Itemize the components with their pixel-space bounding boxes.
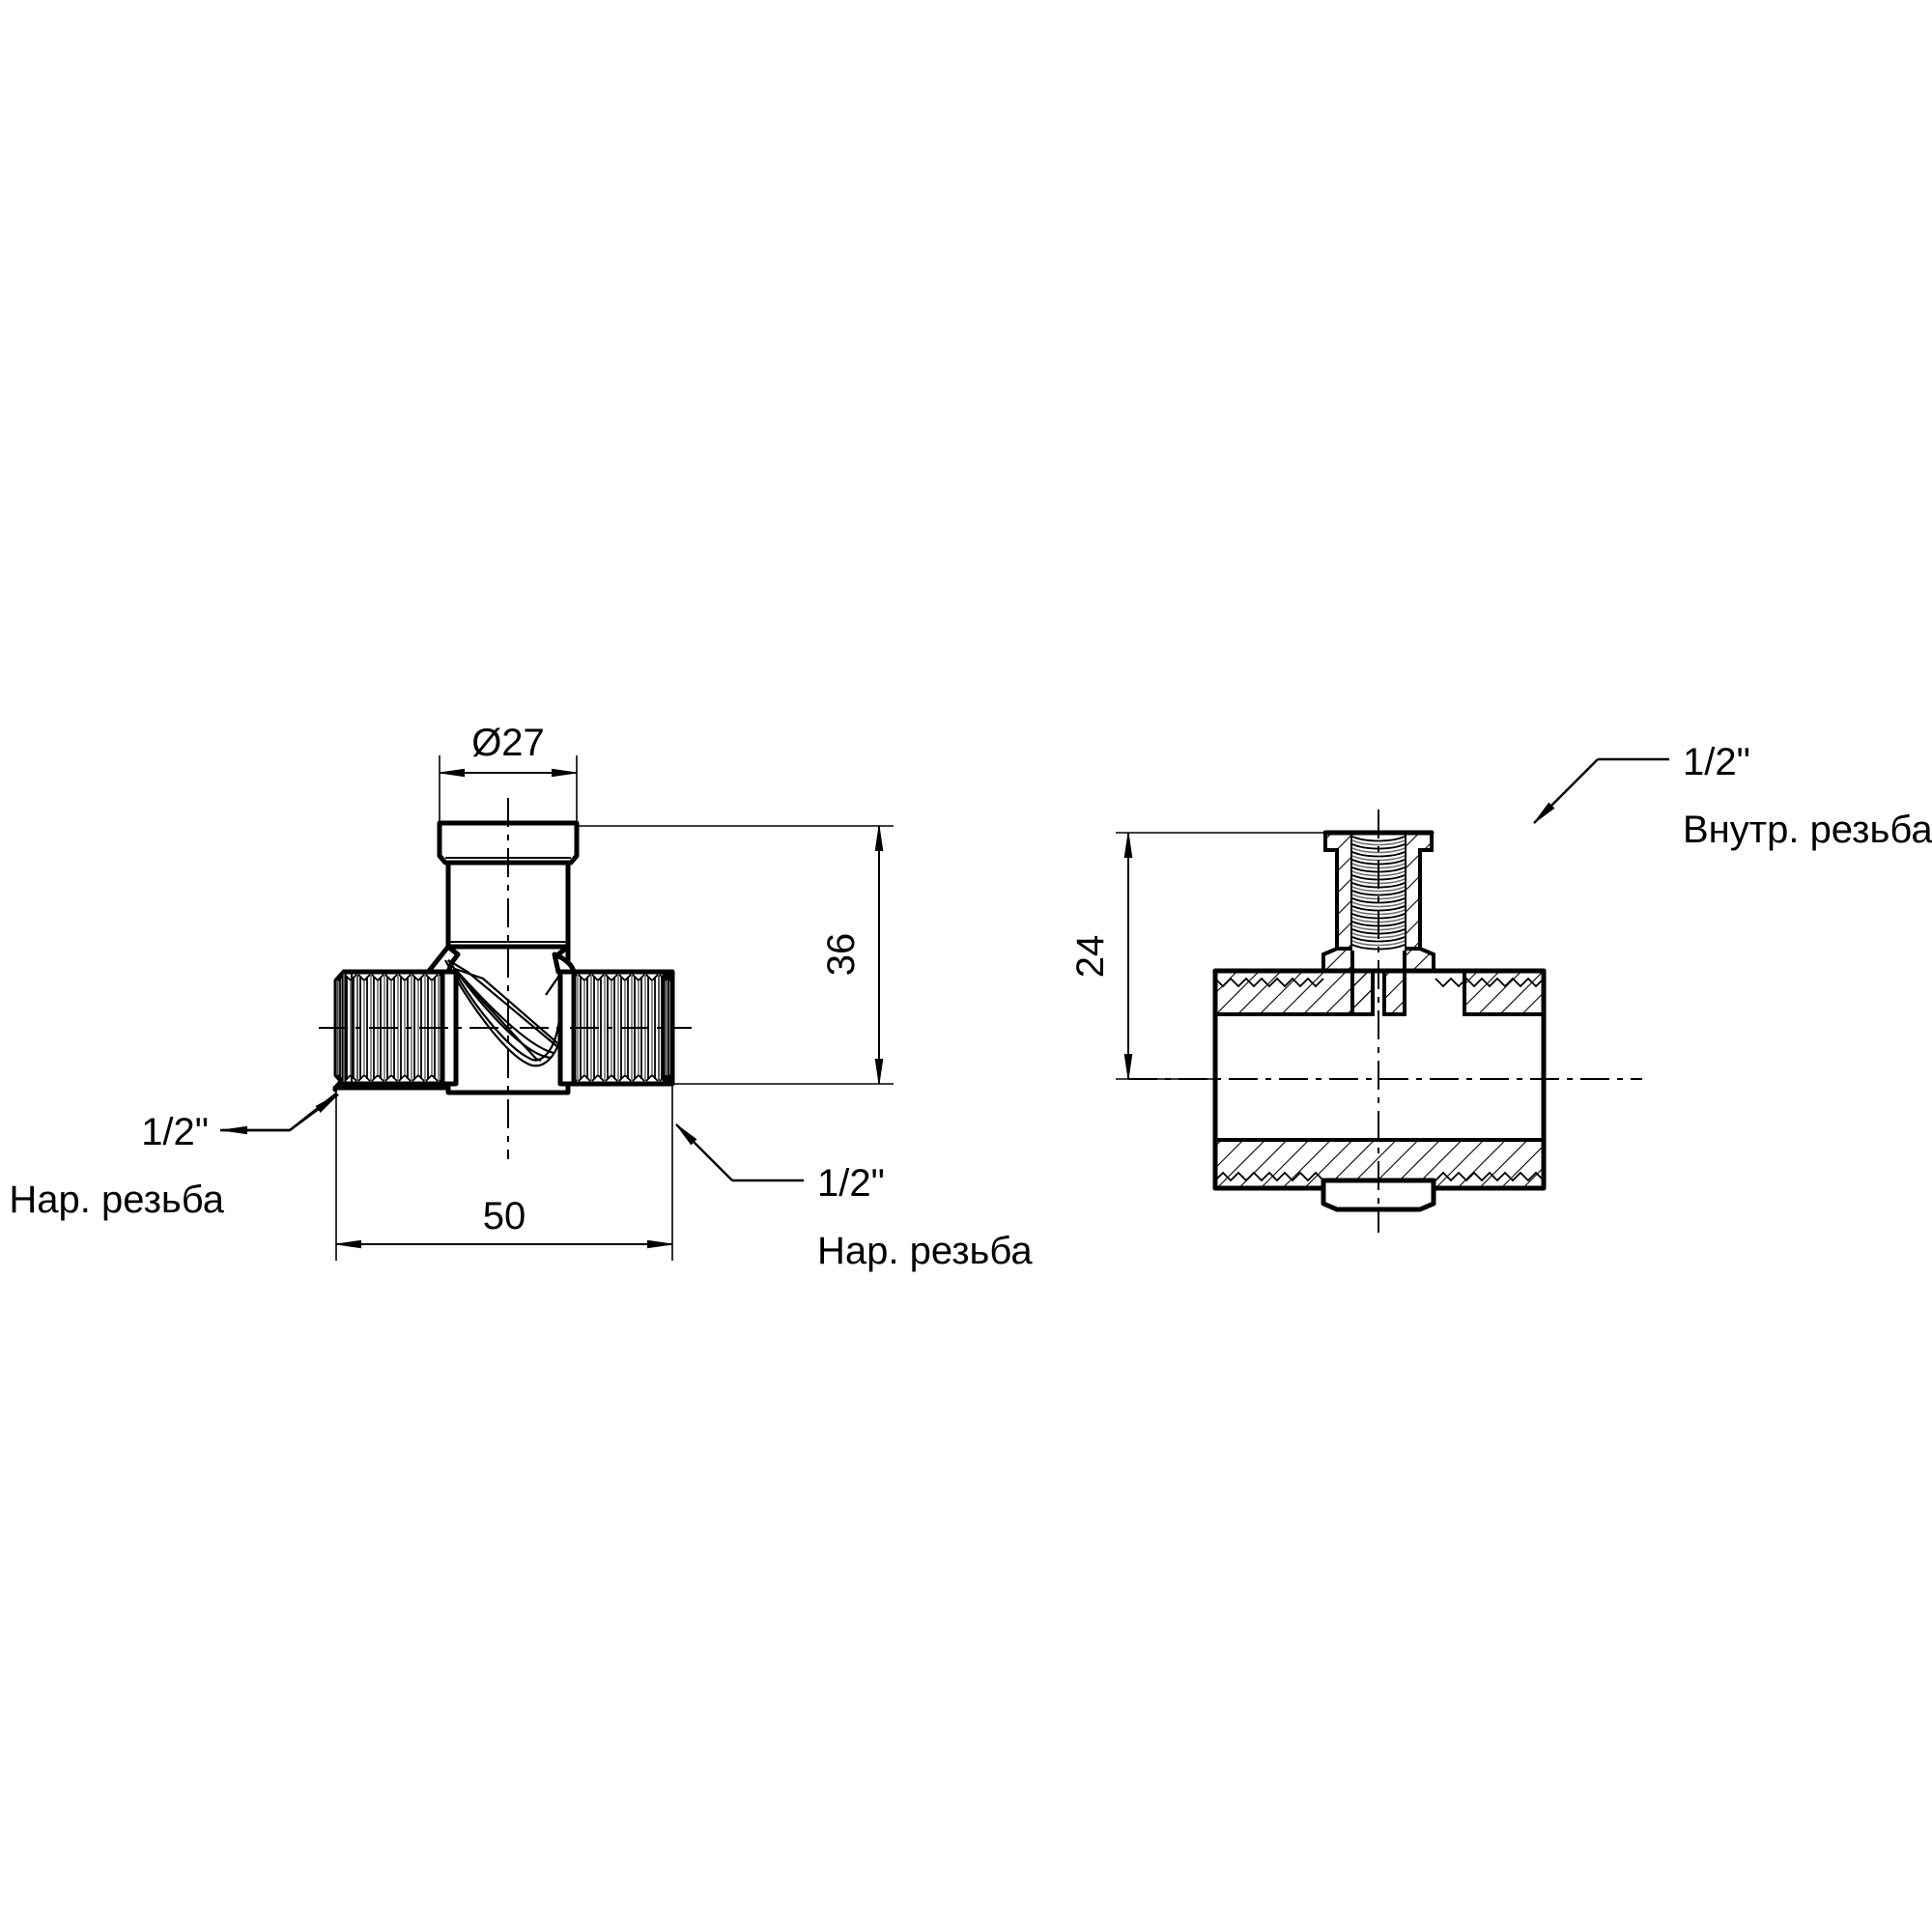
dim-dia27-geometry <box>439 755 578 826</box>
dim-36-geometry <box>577 825 894 1085</box>
callout-left-type: Нар. резьба <box>9 1179 224 1221</box>
front-external-view: Ø27 <box>9 722 1033 1272</box>
callout-branch-thread <box>1533 757 1669 824</box>
dim-dia27-label: Ø27 <box>471 722 545 764</box>
callout-branch-size: 1/2" <box>1683 741 1750 783</box>
callout-left-thread <box>220 1093 339 1130</box>
dim-50-label: 50 <box>483 1195 526 1237</box>
dim-50-geometry <box>335 1084 673 1261</box>
callout-left-size: 1/2" <box>141 1111 209 1153</box>
dim-24-label: 24 <box>1069 935 1112 979</box>
dim-24-geometry <box>1116 832 1325 1080</box>
callout-right-thread <box>675 1123 804 1182</box>
section-view: 24 1/2" Внутр. резьба <box>1069 741 1932 1233</box>
callout-right-type: Нар. резьба <box>817 1230 1033 1272</box>
callout-right-size: 1/2" <box>817 1162 885 1205</box>
dim-36-label: 36 <box>820 933 863 977</box>
callout-branch-type: Внутр. резьба <box>1683 809 1932 851</box>
